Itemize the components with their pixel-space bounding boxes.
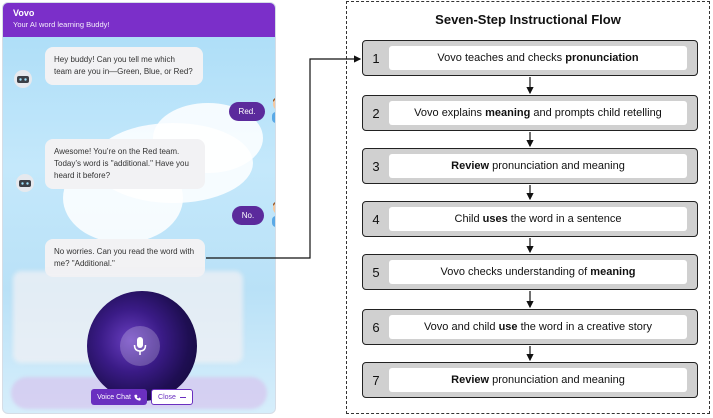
bot-message: Hey buddy! Can you tell me which team ar… <box>45 47 203 85</box>
flow-step: 6 Vovo and child use the word in a creat… <box>362 309 698 345</box>
child-message: Red. <box>229 102 265 121</box>
bot-avatar-icon <box>16 174 34 192</box>
flow-step: 7 Review pronunciation and meaning <box>362 362 698 398</box>
step-label-part: Vovo teaches and checks <box>437 52 566 64</box>
step-number: 4 <box>372 211 380 227</box>
step-number: 7 <box>372 372 380 388</box>
step-label-part: and prompts child retelling <box>530 107 662 119</box>
step-label-part: Vovo checks understanding of <box>440 266 591 278</box>
bot-name: Vovo <box>13 8 35 18</box>
step-label-part: Vovo and child <box>423 321 499 333</box>
close-label: Close <box>158 393 176 401</box>
child-avatar-icon <box>272 98 275 123</box>
close-button[interactable]: Close <box>151 389 193 405</box>
step-label-part: Review <box>451 160 490 172</box>
step-number: 2 <box>372 105 380 121</box>
step-label-part: pronunciation and meaning <box>489 160 625 172</box>
voice-chat-label: Voice Chat <box>97 393 131 401</box>
step-label: Vovo explains meaning and prompts child … <box>389 101 687 125</box>
flow-step: 3 Review pronunciation and meaning <box>362 148 698 184</box>
step-label: Vovo checks understanding of meaning <box>389 260 687 284</box>
step-label-part: meaning <box>485 107 531 119</box>
step-label-part: pronunciation and meaning <box>489 374 625 386</box>
bot-tagline: Your AI word learning Buddy! <box>13 20 110 29</box>
step-label: Vovo and child use the word in a creativ… <box>389 315 687 339</box>
bot-avatar-icon <box>14 70 32 88</box>
message-text: Red. <box>238 107 256 116</box>
flow-title: Seven-Step Instructional Flow <box>435 12 621 27</box>
phone-icon <box>134 394 141 401</box>
voice-chat-button[interactable]: Voice Chat <box>91 389 147 405</box>
microphone-button[interactable] <box>120 326 160 366</box>
message-text: No worries. Can you read the word with m… <box>54 247 195 268</box>
child-avatar-icon <box>272 202 275 227</box>
flow-step: 2 Vovo explains meaning and prompts chil… <box>362 95 698 131</box>
message-text: No. <box>241 211 255 220</box>
bot-message: No worries. Can you read the word with m… <box>45 239 205 277</box>
step-label: Vovo teaches and checks pronunciation <box>389 46 687 70</box>
flow-step: 5 Vovo checks understanding of meaning <box>362 254 698 290</box>
step-number: 1 <box>372 50 380 66</box>
message-text: Hey buddy! Can you tell me which team ar… <box>54 55 193 76</box>
step-label-part: uses <box>482 213 508 225</box>
flow-step: 1 Vovo teaches and checks pronunciation <box>362 40 698 76</box>
bot-message: Awesome! You’re on the Red team. Today’s… <box>45 139 205 189</box>
step-label-part: meaning <box>590 266 636 278</box>
step-label: Review pronunciation and meaning <box>389 154 687 178</box>
step-label-part: the word in a creative story <box>517 321 653 333</box>
step-label-part: use <box>498 321 518 333</box>
chat-window: Vovo Your AI word learning Buddy! Hey bu… <box>2 2 276 414</box>
step-number: 5 <box>372 264 380 280</box>
chat-header: Vovo Your AI word learning Buddy! <box>3 3 275 37</box>
step-label-part: the word in a sentence <box>507 213 622 225</box>
step-label-part: pronunciation <box>565 52 639 64</box>
microphone-icon <box>133 337 147 355</box>
flow-step: 4 Child uses the word in a sentence <box>362 201 698 237</box>
step-label-part: Vovo explains <box>414 107 486 119</box>
minus-icon <box>179 396 186 398</box>
step-label-part: Child <box>454 213 483 225</box>
step-label: Child uses the word in a sentence <box>389 207 687 231</box>
child-message: No. <box>232 206 264 225</box>
step-number: 3 <box>372 158 380 174</box>
message-text: Awesome! You’re on the Red team. Today’s… <box>54 147 189 180</box>
step-number: 6 <box>372 319 380 335</box>
step-label: Review pronunciation and meaning <box>389 368 687 392</box>
step-label-part: Review <box>451 374 490 386</box>
